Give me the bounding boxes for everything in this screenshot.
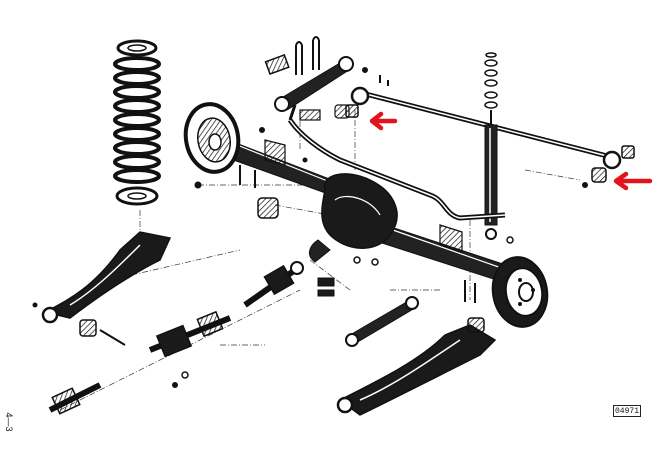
figure-reference-number: 04971 <box>613 405 641 417</box>
spring-seat-bottom <box>115 186 159 206</box>
arrow-icon <box>369 111 398 131</box>
reaction-link <box>345 296 419 347</box>
stabilizer-bar <box>287 104 506 221</box>
shock-absorber <box>484 52 514 244</box>
propeller-shaft <box>48 261 304 415</box>
bushings-and-hardware <box>194 67 379 297</box>
arrow-icon <box>613 171 653 191</box>
highlight-arrow-upper <box>369 111 398 131</box>
panhard-rod-bushing-lower <box>582 145 635 188</box>
panhard-rod-bushing-upper <box>345 104 359 118</box>
spring-seat-top <box>116 39 158 57</box>
upper-control-arm <box>264 36 354 121</box>
brake-drum-right <box>491 256 549 328</box>
lower-control-arm-right <box>336 317 497 416</box>
highlight-arrow-lower <box>613 171 653 191</box>
rear-axle-housing <box>227 139 516 303</box>
brake-drum-left <box>183 102 241 174</box>
page-number: 4—3 <box>4 412 14 432</box>
coil-spring <box>113 39 161 206</box>
lower-control-arm-left <box>32 231 172 346</box>
